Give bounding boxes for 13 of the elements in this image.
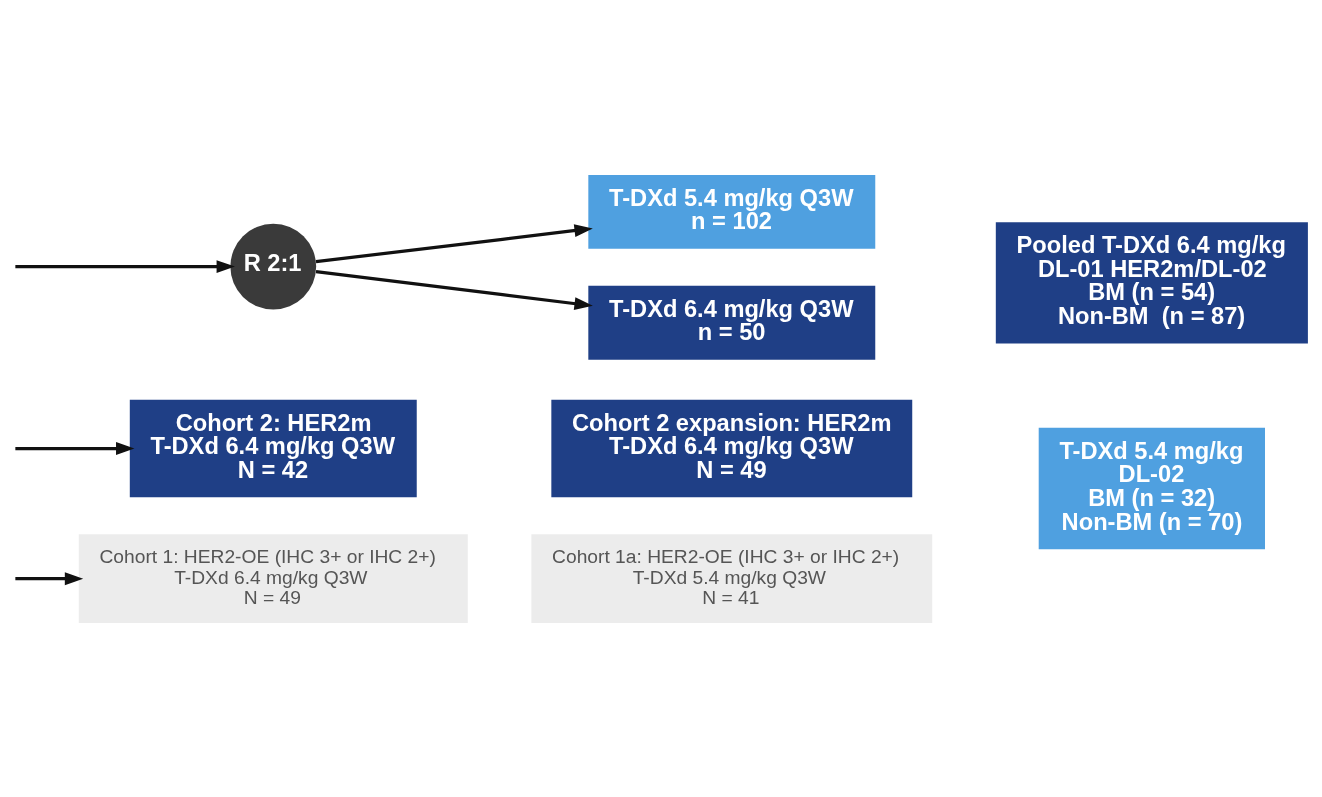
node-box: Cohort 2 expansion: HER2m T-DXd 6.4 mg/kg Q3W N = 49 [551, 399, 913, 497]
node-box: Cohort 2: HER2m T-DXd 6.4 mg/kg Q3W N = 42 [129, 399, 417, 497]
node-circle: R 2:1 [230, 223, 317, 309]
arrow [15, 571, 84, 585]
arrow [15, 259, 235, 273]
arrow [15, 441, 135, 455]
arrow [315, 269, 593, 310]
node-box: T-DXd 5.4 mg/kg DL-02 BM (n = 32) Non-BM (n = 70) [1038, 427, 1265, 549]
node-box: T-DXd 6.4 mg/kg Q3W n = 50 [588, 285, 876, 360]
node-box: Cohort 1: HER2-OE (IHC 3+ or IHC 2+) T-DXd 6.4 mg/kg Q3W N = 49 [78, 533, 468, 623]
node-box: T-DXd 5.4 mg/kg Q3W n = 102 [588, 174, 876, 249]
arrow [315, 223, 593, 263]
node-box: Pooled T-DXd 6.4 mg/kg DL-01 HER2m/DL-02 BM (n = 54) Non-BM (n = 87) [995, 221, 1308, 344]
